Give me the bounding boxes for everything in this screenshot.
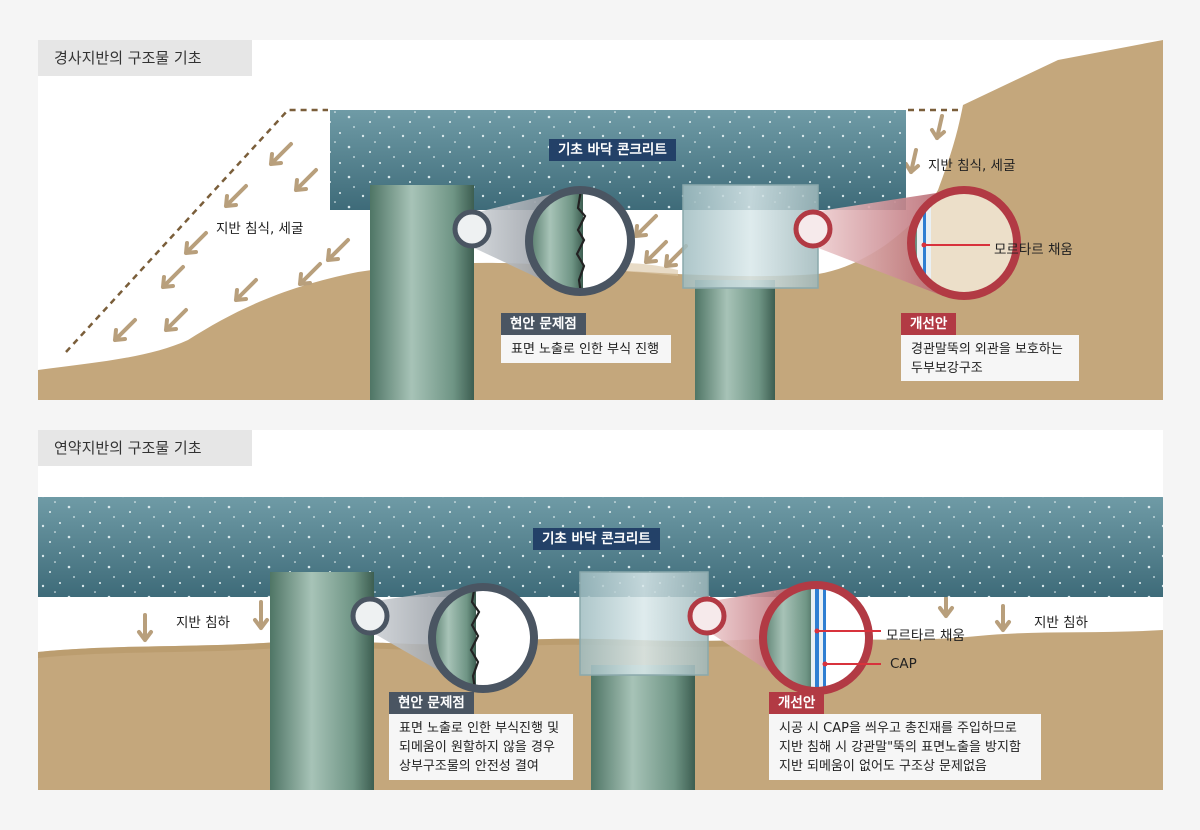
- detail-circle-problem: [428, 583, 538, 693]
- improvement-description: 시공 시 CAP을 씌우고 총진재를 주입하므로 지반 침해 시 강관말"뚝의 …: [769, 714, 1041, 780]
- problem-description: 표면 노출로 인한 부식 진행: [501, 335, 671, 363]
- detail-marker-problem: [452, 209, 492, 249]
- pile-cap: [579, 571, 709, 676]
- callout-cone-improve: [813, 192, 943, 296]
- panel-title: 연약지반의 구조물 기초: [38, 430, 252, 466]
- detail-circle-improve: [759, 581, 873, 695]
- soft-ground-foundation-illustration: [38, 497, 1163, 790]
- erosion-label-left: 지반 침식, 세굴: [216, 221, 304, 237]
- pile-right: [695, 280, 775, 400]
- problem-tag: 현안 문제점: [501, 313, 586, 335]
- erosion-label-right: 지반 침식, 세굴: [928, 158, 1016, 174]
- pile-right: [591, 665, 695, 790]
- footing-concrete-label: 기초 바닥 콘크리트: [549, 139, 676, 161]
- detail-marker-improve: [793, 209, 833, 249]
- detail-marker-improve: [687, 596, 727, 636]
- detail-circle-problem: [525, 186, 635, 296]
- detail-circle-improve: [907, 186, 1021, 300]
- mortar-fill-label: 모르타르 채움: [886, 628, 965, 644]
- settlement-label-left: 지반 침하: [176, 615, 230, 631]
- panel-title: 경사지반의 구조물 기초: [38, 40, 252, 76]
- settlement-arrows: [137, 596, 1011, 642]
- problem-tag: 현안 문제점: [389, 692, 474, 714]
- slope-soil: [38, 40, 1163, 400]
- problem-description: 표면 노출로 인한 부식진행 및 되메움이 원할하지 않을 경우 상부구조물의 …: [389, 714, 573, 780]
- improvement-tag: 개선안: [901, 313, 957, 335]
- cap-label: CAP: [890, 656, 917, 672]
- erosion-arrows: [113, 114, 946, 342]
- footing-concrete-label: 기초 바닥 콘크리트: [533, 528, 660, 550]
- panel-slope-foundation: 경사지반의 구조물 기초 기초 바닥 콘크리트 지반 침식, 세굴 지반 침식,…: [38, 40, 1163, 400]
- settlement-label-right: 지반 침하: [1034, 615, 1088, 631]
- improvement-tag: 개선안: [769, 692, 825, 714]
- mortar-fill-label: 모르타르 채움: [994, 242, 1073, 258]
- panel-soft-ground-foundation: 연약지반의 구조물 기초 기초 바닥 콘크리트 지반 침하 지반 침하 현안 문…: [38, 430, 1163, 790]
- original-slope-line-left: [65, 108, 328, 353]
- improvement-description: 경관말뚝의 외관을 보호하는 두부보강구조: [901, 335, 1079, 381]
- detail-marker-problem: [350, 596, 390, 636]
